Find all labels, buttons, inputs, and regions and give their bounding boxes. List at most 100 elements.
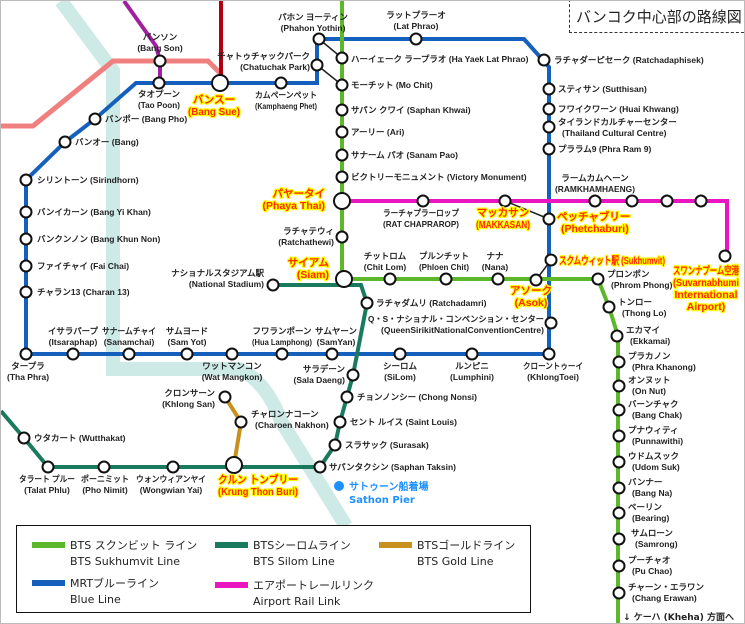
station-marker[interactable] — [544, 316, 558, 330]
station-arl-station-2[interactable] — [660, 194, 674, 208]
station-sirindhorn[interactable] — [19, 173, 33, 187]
station-marker[interactable] — [153, 54, 167, 68]
station-nana[interactable] — [491, 272, 505, 286]
station-marker[interactable] — [266, 278, 280, 292]
station-charan13[interactable] — [19, 285, 33, 299]
station-samrong[interactable] — [612, 532, 626, 546]
station-marker[interactable] — [409, 32, 423, 46]
station-marker[interactable] — [491, 272, 505, 286]
station-makkasan[interactable] — [498, 194, 512, 208]
station-marker[interactable] — [328, 438, 342, 452]
station-huai-khwang[interactable] — [542, 102, 556, 116]
station-marker[interactable] — [588, 194, 602, 208]
station-marker[interactable] — [225, 456, 243, 474]
station-marker[interactable] — [41, 460, 55, 474]
station-asok[interactable] — [529, 273, 543, 287]
station-marker[interactable] — [542, 82, 556, 96]
station-bang-yi-khan[interactable] — [19, 205, 33, 219]
station-marker[interactable] — [225, 347, 239, 361]
station-ratchaprarop[interactable] — [416, 194, 430, 208]
station-saphan-khwai[interactable] — [335, 103, 349, 117]
station-marker[interactable] — [660, 194, 674, 208]
station-marker[interactable] — [335, 51, 349, 65]
station-marker[interactable] — [17, 431, 31, 445]
station-lat-phrao[interactable] — [409, 32, 423, 46]
station-marker[interactable] — [313, 460, 327, 474]
station-saphan-taksin[interactable] — [313, 460, 327, 474]
station-marker[interactable] — [335, 125, 349, 139]
station-ratchadaphisek[interactable] — [537, 53, 551, 67]
station-marker[interactable] — [152, 76, 166, 90]
station-sam-yot[interactable] — [180, 347, 194, 361]
station-pu-chao[interactable] — [612, 559, 626, 573]
station-national-stadium[interactable] — [266, 278, 280, 292]
station-sanam-pao[interactable] — [335, 148, 349, 162]
station-marker[interactable] — [122, 347, 136, 361]
station-marker[interactable] — [312, 32, 326, 46]
station-marker[interactable] — [537, 53, 551, 67]
station-bearing[interactable] — [612, 506, 626, 520]
station-marker[interactable] — [612, 481, 626, 495]
station-marker[interactable] — [694, 194, 708, 208]
station-qsncc[interactable] — [544, 316, 558, 330]
station-phra-khanong[interactable] — [612, 355, 626, 369]
station-marker[interactable] — [612, 455, 626, 469]
station-marker[interactable] — [310, 58, 324, 72]
station-marker[interactable] — [602, 300, 616, 314]
station-wat-mangkon[interactable] — [225, 347, 239, 361]
station-pho-nimit[interactable] — [97, 460, 111, 474]
station-bang-sue[interactable] — [211, 74, 229, 92]
station-marker[interactable] — [335, 230, 349, 244]
station-marker[interactable] — [542, 120, 556, 134]
station-marker[interactable] — [275, 347, 289, 361]
station-ramkhamhaeng[interactable] — [588, 194, 602, 208]
station-marker[interactable] — [542, 347, 556, 361]
station-marker[interactable] — [529, 273, 543, 287]
station-marker[interactable] — [612, 429, 626, 443]
station-marker[interactable] — [439, 272, 453, 286]
station-khlong-toei[interactable] — [542, 347, 556, 361]
station-marker[interactable] — [88, 112, 102, 126]
station-marker[interactable] — [335, 103, 349, 117]
station-marker[interactable] — [19, 285, 33, 299]
station-wongwian-yai[interactable] — [166, 460, 180, 474]
station-marker[interactable] — [19, 205, 33, 219]
station-ha-yaek[interactable] — [335, 51, 349, 65]
station-chatuchak[interactable] — [310, 58, 324, 72]
station-bang-o[interactable] — [58, 135, 72, 149]
station-marker[interactable] — [218, 390, 232, 404]
station-marker[interactable] — [498, 194, 512, 208]
station-silom[interactable] — [393, 347, 407, 361]
station-marker[interactable] — [612, 532, 626, 546]
station-tha-phra[interactable] — [19, 347, 33, 361]
station-talat-phlu[interactable] — [41, 460, 55, 474]
station-arl-station-1[interactable] — [625, 194, 639, 208]
station-siam[interactable] — [335, 270, 353, 288]
station-marker[interactable] — [465, 347, 479, 361]
station-kamphaeng-phet[interactable] — [274, 76, 288, 90]
station-marker[interactable] — [612, 559, 626, 573]
station-marker[interactable] — [542, 102, 556, 116]
station-charoen-nakhon[interactable] — [234, 415, 248, 429]
station-thong-lo[interactable] — [602, 300, 616, 314]
station-chit-lom[interactable] — [383, 272, 397, 286]
station-bang-chak[interactable] — [612, 403, 626, 417]
station-lumphini[interactable] — [465, 347, 479, 361]
station-tcc[interactable] — [542, 120, 556, 134]
station-marker[interactable] — [335, 170, 349, 184]
station-phetchaburi[interactable] — [542, 212, 556, 226]
station-marker[interactable] — [234, 415, 248, 429]
station-marker[interactable] — [19, 347, 33, 361]
station-krung-thon-buri[interactable] — [225, 456, 243, 474]
station-marker[interactable] — [211, 74, 229, 92]
station-marker[interactable] — [333, 415, 347, 429]
station-marker[interactable] — [612, 506, 626, 520]
station-marker[interactable] — [612, 379, 626, 393]
station-marker[interactable] — [625, 194, 639, 208]
station-marker[interactable] — [610, 329, 624, 343]
station-punnawithi[interactable] — [612, 429, 626, 443]
station-surasak[interactable] — [328, 438, 342, 452]
station-sam-yan[interactable] — [325, 347, 339, 361]
station-sukhumvit-mrt[interactable] — [544, 253, 558, 267]
station-phra-ram9[interactable] — [542, 142, 556, 156]
